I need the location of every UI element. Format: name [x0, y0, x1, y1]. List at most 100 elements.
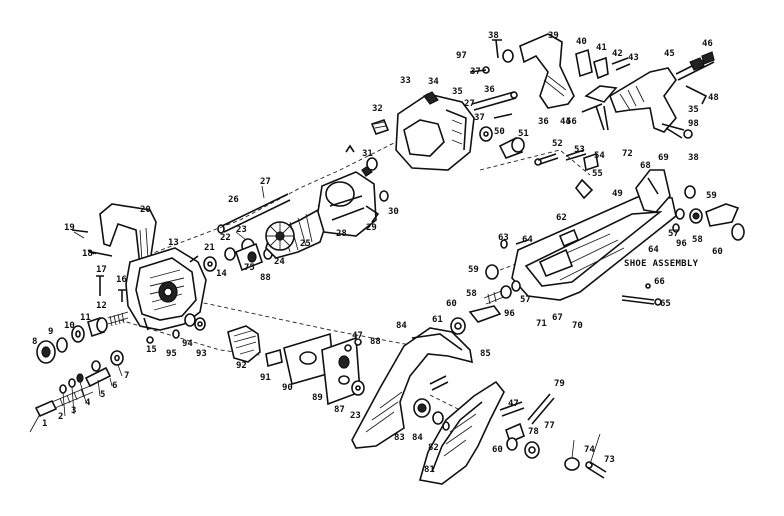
part-label-70: 70	[572, 321, 583, 331]
part-label-60a: 60	[712, 247, 723, 257]
motor-housing	[395, 91, 475, 171]
part-label-91: 91	[260, 373, 271, 383]
part-label-36b: 36	[538, 117, 549, 127]
part-label-97: 97	[456, 51, 467, 61]
part-label-77: 77	[544, 421, 555, 431]
part-label-74: 74	[584, 445, 595, 455]
part-label-57a: 57	[668, 229, 679, 239]
part-label-24: 24	[274, 257, 285, 267]
part-label-89: 89	[312, 393, 323, 403]
part-label-14: 14	[216, 269, 227, 279]
part-label-46: 46	[702, 39, 713, 49]
part-number-labels: 1 2 3 4 5 6 7 8 9 10 11 12 13 14 15 16 1…	[32, 31, 723, 475]
left-end-parts	[34, 229, 129, 418]
part-label-21: 21	[204, 243, 215, 253]
part-label-90: 90	[282, 383, 293, 393]
part-label-87: 87	[334, 405, 345, 415]
part-label-59b: 59	[468, 265, 479, 275]
part-label-78: 78	[528, 427, 539, 437]
part-label-15: 15	[146, 345, 157, 355]
part-label-95: 95	[166, 349, 177, 359]
part-label-10: 10	[64, 321, 75, 331]
small-parts-cluster	[146, 238, 273, 344]
upper-blade-guard	[351, 327, 473, 449]
leader-lines	[29, 185, 601, 465]
part-label-35a: 35	[452, 87, 463, 97]
part-label-65: 65	[660, 299, 671, 309]
part-label-96b: 96	[504, 309, 515, 319]
part-label-45: 45	[664, 49, 675, 59]
part-label-60c: 60	[492, 445, 503, 455]
part-label-71: 71	[536, 319, 547, 329]
part-label-73: 73	[604, 455, 615, 465]
part-label-59a: 59	[706, 191, 717, 201]
part-label-96a: 96	[676, 239, 687, 249]
part-label-30: 30	[388, 207, 399, 217]
part-label-26: 26	[228, 195, 239, 205]
part-label-32: 32	[372, 104, 383, 114]
part-label-11: 11	[80, 313, 91, 323]
part-label-92: 92	[236, 361, 247, 371]
end-bell-housing	[125, 247, 207, 331]
part-label-44: 44	[560, 117, 571, 127]
part-label-38a: 38	[488, 31, 499, 41]
part-label-3: 3	[71, 406, 76, 416]
part-label-58b: 58	[466, 289, 477, 299]
part-label-67: 67	[552, 313, 563, 323]
part-label-54: 54	[594, 151, 605, 161]
part-label-72: 72	[622, 149, 633, 159]
part-label-9: 9	[48, 327, 53, 337]
part-label-52: 52	[552, 139, 563, 149]
part-label-55: 55	[592, 169, 603, 179]
part-label-27a: 27	[260, 177, 271, 187]
part-label-50: 50	[494, 127, 505, 137]
part-label-5: 5	[100, 390, 105, 400]
armature-assembly	[217, 193, 339, 259]
part-label-35b: 35	[688, 105, 699, 115]
part-label-20: 20	[140, 205, 151, 215]
part-label-98: 98	[688, 119, 699, 129]
part-label-49: 49	[612, 189, 623, 199]
field-housing	[317, 144, 389, 237]
part-label-19: 19	[64, 223, 75, 233]
part-label-1: 1	[42, 419, 47, 429]
part-label-37b: 37	[470, 67, 481, 77]
part-label-4: 4	[85, 398, 91, 408]
part-label-85: 85	[480, 349, 491, 359]
part-label-12: 12	[96, 301, 107, 311]
part-label-23a: 23	[236, 225, 247, 235]
gear-case	[227, 325, 365, 406]
part-label-61: 61	[432, 315, 443, 325]
shoe-adjust-parts	[450, 185, 745, 335]
part-label-60b: 60	[446, 299, 457, 309]
part-label-34: 34	[428, 77, 439, 87]
handle-assembly	[469, 33, 715, 139]
part-label-48: 48	[708, 93, 719, 103]
part-label-84a: 84	[396, 321, 407, 331]
housing-hardware	[370, 91, 525, 160]
part-label-37a: 37	[474, 113, 485, 123]
part-label-56: 56	[566, 117, 577, 127]
part-label-69: 69	[658, 153, 669, 163]
lower-blade-guard	[413, 380, 505, 485]
part-label-66: 66	[654, 277, 665, 287]
part-label-58a: 58	[692, 235, 703, 245]
part-label-29: 29	[366, 223, 377, 233]
part-label-40: 40	[576, 37, 587, 47]
part-label-18: 18	[82, 249, 93, 259]
part-label-62: 62	[556, 213, 567, 223]
part-label-47a: 47	[352, 331, 363, 341]
part-label-36a: 36	[484, 85, 495, 95]
part-label-2: 2	[58, 412, 63, 422]
part-label-79: 79	[554, 379, 565, 389]
part-label-53: 53	[574, 145, 585, 155]
part-label-17: 17	[96, 265, 107, 275]
part-label-88b: 88	[370, 337, 381, 347]
part-label-25: 25	[300, 239, 311, 249]
screws-52-55	[534, 149, 599, 200]
part-label-7: 7	[124, 371, 129, 381]
part-label-63: 63	[498, 233, 509, 243]
part-label-93: 93	[196, 349, 207, 359]
